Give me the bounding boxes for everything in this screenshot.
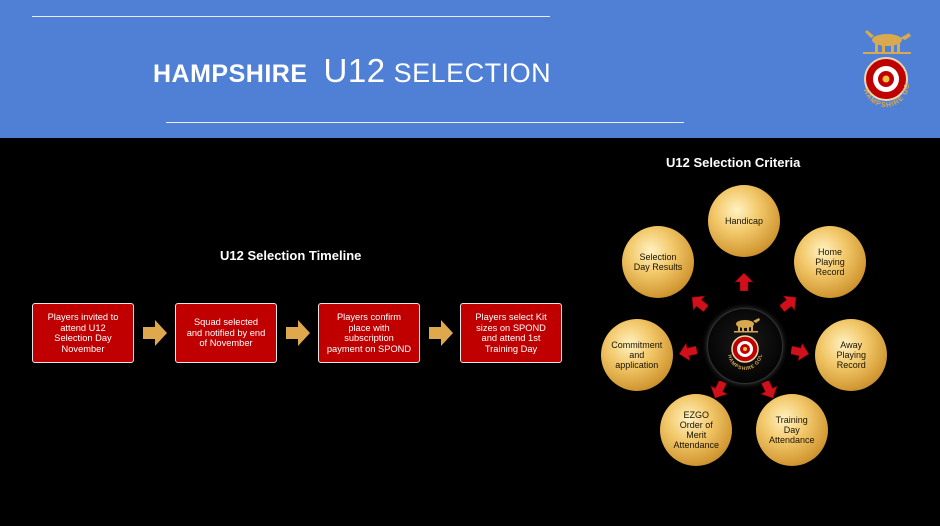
timeline-step-line: and attend 1st — [481, 333, 541, 343]
criteria-arrow-icon — [790, 342, 809, 361]
hampshire-golf-logo: HAMPSHIRE GOLF — [855, 24, 911, 109]
criteria-item-line: Training — [775, 415, 808, 426]
center-logo-disc: HAMPSHIRE GOLF — [706, 305, 783, 384]
criteria-arrow-icon — [759, 381, 778, 399]
criteria-item-line: Playing — [815, 257, 845, 268]
title-hampshire: HAMPSHIRE — [153, 60, 308, 88]
timeline-step-line: Training Day — [484, 343, 538, 354]
timeline-step-line: Squad selected — [193, 317, 259, 328]
criteria-arrow-icon — [679, 342, 698, 361]
criteria-item-line: EZGO — [683, 410, 710, 421]
center-stag-icon — [734, 318, 760, 333]
criteria-item-line: Handicap — [724, 216, 764, 226]
criteria-item-text: Handicap — [725, 216, 763, 226]
timeline-arrow-icon — [286, 320, 310, 346]
timeline-arrow-icon — [143, 320, 167, 346]
center-hampshire-logo: HAMPSHIRE GOLF — [706, 305, 763, 372]
criteria-title: U12 Selection Criteria — [666, 155, 801, 170]
criteria-item-line: Attendance — [673, 440, 720, 451]
timeline-step-line: subscription — [344, 333, 394, 343]
criteria-item-line: Home — [817, 247, 842, 258]
timeline-step-line: sizes on SPOND — [476, 322, 546, 333]
criteria-item-line: application — [615, 360, 659, 371]
criteria-item-line: and — [629, 350, 645, 361]
timeline-step-line: attend U12 — [60, 322, 106, 333]
timeline-title: U12 Selection Timeline — [220, 248, 362, 263]
timeline-step-line: Players invited to — [47, 312, 119, 322]
criteria-item-line: Merit — [686, 430, 707, 441]
header-top-rule — [32, 16, 550, 17]
timeline-step-line: Players confirm — [336, 312, 402, 322]
criteria-item-line: Day — [783, 425, 800, 436]
stag-icon — [863, 30, 911, 54]
criteria-item-line: Order of — [679, 420, 713, 431]
timeline-step-line: Selection Day — [54, 333, 112, 343]
timeline-step-line: Players select Kit — [475, 312, 547, 322]
criteria-arrow-icon — [692, 296, 709, 313]
timeline-step-line: place with — [348, 322, 390, 333]
criteria-item-line: Record — [836, 360, 866, 371]
tudor-rose-icon — [864, 57, 908, 101]
criteria-item-line: Commitment — [611, 340, 663, 351]
timeline-step-line: of November — [199, 338, 253, 349]
title-u12: U12 — [323, 52, 386, 89]
criteria-arrow-icon — [735, 273, 753, 291]
criteria-item-line: Day Results — [633, 262, 683, 273]
criteria-item-line: Record — [815, 267, 845, 278]
title-selection: SELECTION — [393, 58, 552, 88]
timeline-step-line: November — [61, 343, 105, 354]
criteria-arrow-icon — [779, 296, 796, 313]
criteria-item-line: Selection — [639, 252, 677, 263]
timeline-step-line: payment on SPOND — [326, 343, 412, 354]
criteria-item-1: Handicap — [708, 185, 780, 257]
timeline-step-line: and notified by end — [186, 327, 266, 338]
timeline-arrow-icon — [429, 320, 453, 346]
criteria-item-line: Away — [840, 340, 863, 351]
criteria-arrow-icon — [710, 381, 729, 399]
criteria-item-line: Attendance — [768, 435, 815, 446]
center-rose-icon — [731, 335, 759, 363]
header-bottom-rule — [166, 122, 684, 123]
criteria-item-line: Playing — [836, 350, 866, 361]
